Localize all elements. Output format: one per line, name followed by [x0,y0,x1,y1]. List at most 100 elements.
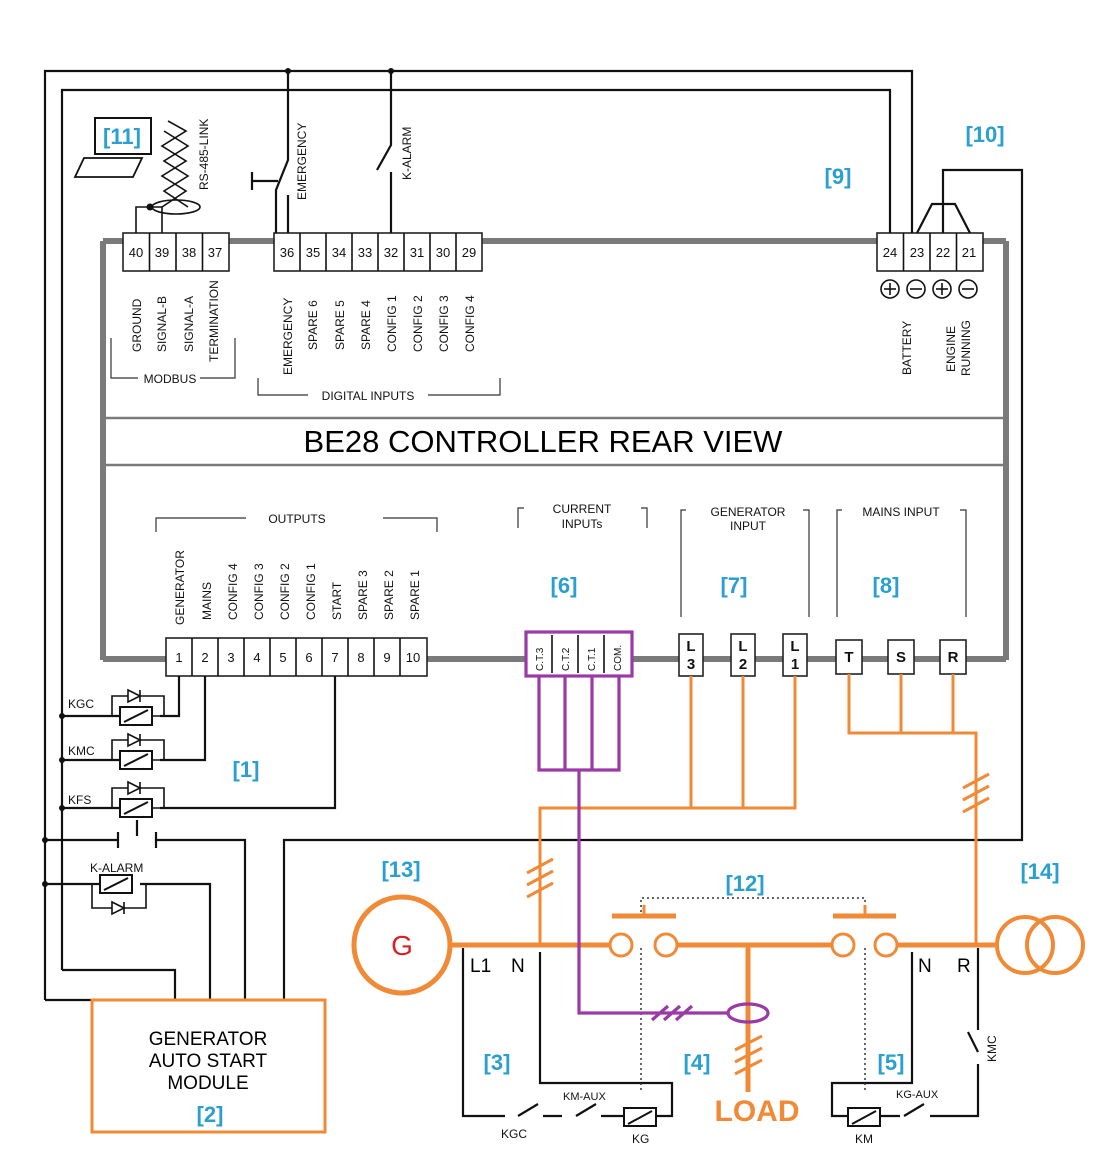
output-labels: GENERATOR MAINS CONFIG 4 CONFIG 3 CONFIG… [173,550,422,625]
svg-text:CONFIG 2: CONFIG 2 [411,295,425,352]
output-terminal-block: 1 2 3 4 5 6 7 8 9 10 [165,637,428,677]
ref-3: [3] [484,1050,511,1075]
svg-text:MAINS: MAINS [200,582,214,620]
svg-text:SPARE 3: SPARE 3 [356,570,370,620]
svg-text:START: START [330,581,344,620]
svg-text:SPARE 4: SPARE 4 [359,300,373,350]
terminal-33: 33 [358,245,372,260]
polarity-symbols [880,279,978,299]
running-label: RUNNING [959,320,973,376]
terminal-7: 7 [331,650,338,665]
mains-input-terminals: T S R [835,639,967,675]
auto-start-line-1: GENERATOR [149,1029,268,1050]
svg-text:SPARE 5: SPARE 5 [333,300,347,350]
digital-input-labels: EMERGENCY SPARE 6 SPARE 5 SPARE 4 CONFIG… [281,295,477,375]
svg-text:CONFIG 3: CONFIG 3 [437,295,451,352]
kg-coil-label: KG [632,1132,649,1146]
svg-text:SPARE 6: SPARE 6 [306,300,320,350]
svg-text:CONFIG 3: CONFIG 3 [252,563,266,620]
svg-text:SPARE 1: SPARE 1 [408,570,422,620]
terminal-34: 34 [332,245,346,260]
terminal-com: COM. [613,645,624,671]
n-mains-label: N [918,956,932,977]
kgc-contact-label: KGC [501,1127,527,1141]
ref-6: [6] [551,573,578,598]
ref-7: [7] [721,573,748,598]
terminal-ct3: C.T.3 [535,647,546,671]
ref-5: [5] [878,1050,905,1075]
rs485-label: RS-485-LINK [197,119,211,190]
svg-text:CONFIG 1: CONFIG 1 [304,563,318,620]
r-mains-label: R [957,956,971,977]
svg-text:2: 2 [739,656,747,673]
auto-start-module [90,998,327,1134]
ref-10: [10] [965,122,1004,147]
digital-inputs-group-label: DIGITAL INPUTS [322,389,415,403]
terminal-1: 1 [175,650,182,665]
emergency-switch-label: EMERGENCY [295,123,309,200]
svg-text:CONFIG 2: CONFIG 2 [278,563,292,620]
ref-11: [11] [103,124,141,149]
auto-start-line-3: MODULE [167,1073,248,1094]
load-label: LOAD [715,1095,800,1128]
kmc-relay-label: KMC [68,744,95,758]
terminal-3: 3 [227,650,234,665]
terminal-2: 2 [201,650,208,665]
svg-text:L: L [790,638,799,655]
terminal-36: 36 [280,245,294,260]
svg-text:S: S [896,649,906,666]
svg-text:SPARE 2: SPARE 2 [382,570,396,620]
battery-label: BATTERY [900,321,914,375]
generator-input-terminals: L 3 L 2 L 1 [678,633,808,677]
svg-text:TERMINATION: TERMINATION [207,280,221,362]
terminal-32: 32 [384,245,398,260]
svg-text:CONFIG 1: CONFIG 1 [385,295,399,352]
terminal-ct1: C.T.1 [587,647,598,671]
ct-wiring [537,676,770,1024]
modbus-group-label: MODBUS [144,372,197,386]
controller-title: BE28 CONTROLLER REAR VIEW [304,424,784,459]
terminal-35: 35 [306,245,320,260]
ref-1: [1] [233,757,260,782]
generator-input-label-2: INPUT [730,519,767,533]
terminal-37: 37 [208,245,222,260]
svg-text:EMERGENCY: EMERGENCY [281,298,295,375]
km-coil-label: KM [855,1132,873,1146]
terminal-21: 21 [962,245,976,260]
svg-text:L: L [738,638,747,655]
km-aux-label: KM-AUX [563,1091,606,1103]
k-alarm-switch-label: K-ALARM [400,127,414,180]
terminal-23: 23 [910,245,924,260]
current-group-label: CURRENT [553,502,612,516]
svg-text:L: L [686,638,695,655]
svg-text:CONFIG 4: CONFIG 4 [463,295,477,352]
kg-aux-label: KG-AUX [896,1089,939,1101]
control-wiring [42,68,1024,1127]
reference-markers: [1] [2] [3] [4] [5] [6] [7] [8] [9] [10]… [103,122,1060,1127]
terminal-29: 29 [462,245,476,260]
terminal-24: 24 [883,245,897,260]
mains-input-label: MAINS INPUT [862,505,940,519]
ref-13: [13] [381,857,420,882]
ref-2: [2] [197,1102,224,1127]
generator-symbol: G [391,930,413,961]
modbus-terminal-block: 40 39 38 37 [122,232,230,272]
svg-text:GROUND: GROUND [130,298,144,352]
current-group-label-2: INPUTs [562,517,603,531]
outputs-group-label: OUTPUTS [268,512,325,526]
terminal-38: 38 [182,245,196,260]
k-alarm-relay-label: K-ALARM [90,861,143,875]
kfs-relay-label: KFS [68,793,91,807]
terminal-40: 40 [129,245,143,260]
terminal-31: 31 [410,245,424,260]
modbus-labels: GROUND SIGNAL-B SIGNAL-A TERMINATION [130,280,221,362]
ref-4: [4] [684,1050,711,1075]
engine-label: ENGINE [944,326,958,372]
svg-text:1: 1 [791,656,799,673]
terminal-9: 9 [383,650,390,665]
ref-12: [12] [725,871,764,896]
current-terminal-block: C.T.3 C.T.2 C.T.1 COM. [524,630,634,678]
terminal-6: 6 [305,650,312,665]
terminal-10: 10 [406,650,420,665]
